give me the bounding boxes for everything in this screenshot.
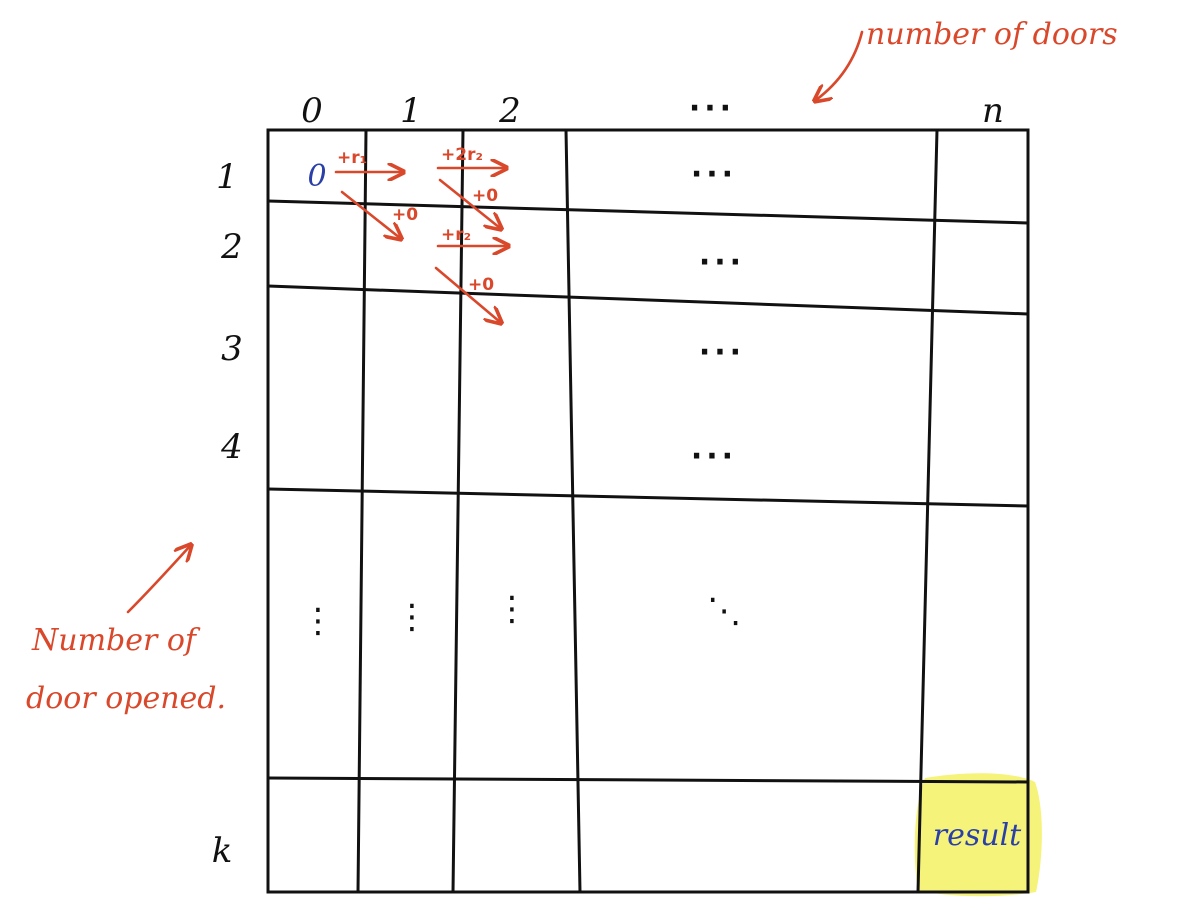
ellipsis-row-3: ··· <box>699 335 745 370</box>
col-header-1: 1 <box>400 91 422 131</box>
label-diag-0-c: +0 <box>468 275 494 295</box>
col-line-4 <box>916 128 939 894</box>
result-label: result <box>933 818 1022 853</box>
col-header-ellipsis: ··· <box>689 91 735 126</box>
vertical-ellipsis-col-1: ⋮ <box>395 597 429 637</box>
label-diag-0-b: +0 <box>472 186 498 206</box>
ellipsis-row-2: ··· <box>699 245 745 280</box>
annotation-number-of-doors: number of doors <box>866 17 1118 52</box>
result-highlight <box>914 773 1042 897</box>
label-right-r2: +r₂ <box>441 225 471 245</box>
row-line-1 <box>266 199 1030 225</box>
label-diag-0-a: +0 <box>392 205 418 225</box>
label-right-r1: +r₁ <box>337 148 367 168</box>
ellipsis-row-1: ··· <box>691 157 737 192</box>
row-line-3 <box>266 487 1030 508</box>
col-header-n: n <box>982 91 1004 131</box>
ellipsis-row-4: ··· <box>691 439 737 474</box>
row-header-2: 2 <box>220 227 243 267</box>
arrow-diag-0-a <box>340 190 400 238</box>
table-outer-border <box>266 128 1030 894</box>
col-header-0: 0 <box>301 91 323 131</box>
arrow-diag-0-b <box>438 178 500 228</box>
col-line-1 <box>356 128 368 894</box>
annotation-arrow-top <box>816 30 864 100</box>
annotation-door-opened-line2: door opened. <box>26 681 226 716</box>
col-header-2: 2 <box>498 91 521 131</box>
label-right-2r2: +2r₂ <box>441 145 483 165</box>
annotation-arrow-left <box>126 546 190 614</box>
row-header-4: 4 <box>220 427 243 467</box>
row-line-4 <box>266 776 1030 784</box>
vertical-ellipsis-col-0: ⋮ <box>301 601 335 641</box>
col-line-3 <box>564 128 582 894</box>
vertical-ellipsis-col-2: ⋮ <box>495 589 529 629</box>
start-cell-value: 0 <box>307 159 326 194</box>
col-line-2 <box>451 128 465 894</box>
row-header-k: k <box>212 831 233 871</box>
row-header-1: 1 <box>216 157 238 197</box>
annotation-door-opened-line1: Number of <box>31 623 201 658</box>
row-line-2 <box>266 284 1030 316</box>
arrow-diag-0-c <box>434 266 500 322</box>
diagonal-ellipsis: ⋱ <box>707 591 741 631</box>
row-header-3: 3 <box>221 329 243 369</box>
